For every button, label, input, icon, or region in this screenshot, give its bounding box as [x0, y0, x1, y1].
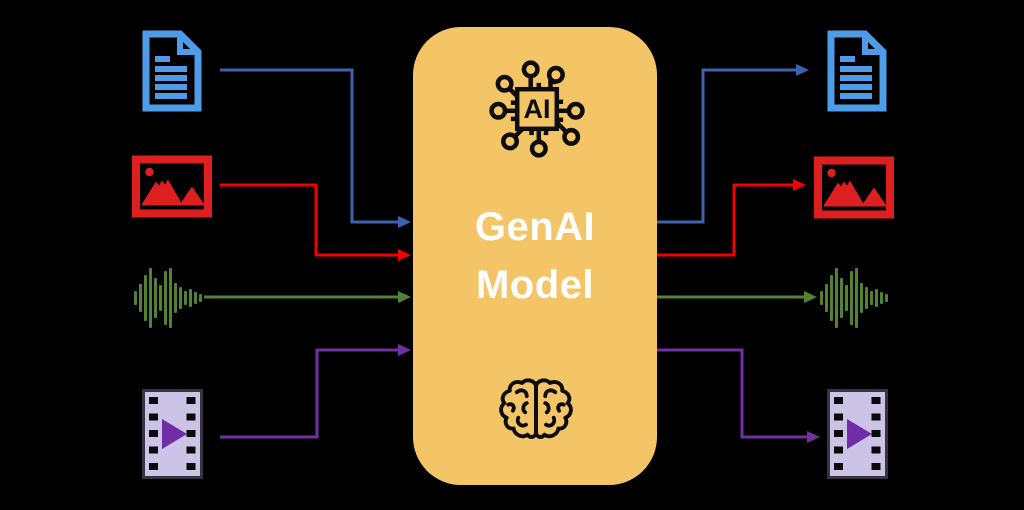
video-input-arrow [220, 344, 411, 439]
document-output-arrow [657, 64, 809, 224]
model-label-line1: GenAI [474, 205, 596, 249]
video-output-arrow [657, 348, 820, 443]
ai-chip-icon: AI [489, 60, 585, 158]
image-input-arrow [220, 183, 411, 261]
image-output-arrow [657, 179, 806, 257]
model-label: GenAI Model [413, 198, 657, 314]
chip-label: AI [524, 94, 551, 124]
model-label-line2: Model [475, 263, 595, 307]
document-input-arrow [220, 68, 411, 228]
